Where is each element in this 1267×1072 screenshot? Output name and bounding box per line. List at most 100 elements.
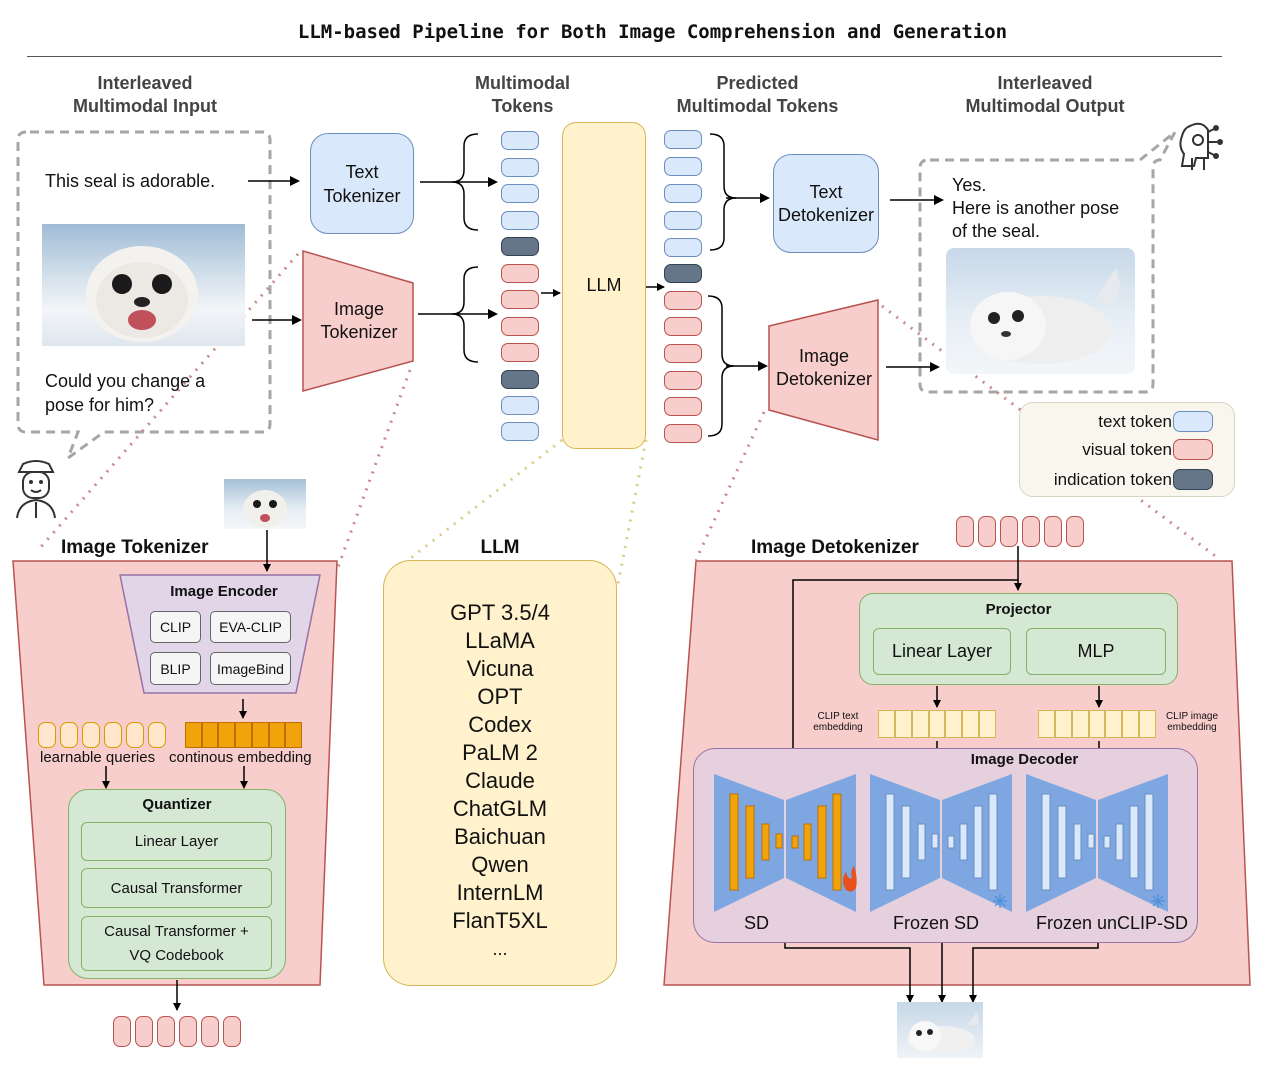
encoder-clip: CLIP <box>150 611 201 643</box>
projector-title: Projector <box>985 601 1052 618</box>
indication-token <box>501 370 539 389</box>
llm-model: Codex <box>468 712 532 737</box>
text-token <box>664 184 702 203</box>
visual-token <box>664 424 702 443</box>
visual-token <box>135 1016 153 1047</box>
clip-image-embedding-label: CLIP image embedding <box>1160 711 1224 733</box>
quantizer-title: Quantizer <box>142 796 212 813</box>
visual-token <box>501 343 539 362</box>
query-token <box>38 722 56 748</box>
header-tokens-line2: Tokens <box>491 96 554 116</box>
seal-photo <box>224 479 306 529</box>
visual-token <box>978 516 996 547</box>
image-encoder-title: Image Encoder <box>170 583 278 600</box>
header-predicted-line1: Predicted <box>716 73 799 93</box>
query-token <box>60 722 78 748</box>
visual-token <box>664 291 702 310</box>
text-token <box>501 396 539 415</box>
llm-label: LLM <box>586 275 622 295</box>
text-token <box>501 131 539 150</box>
continuous-embedding-label: continous embedding <box>169 749 312 766</box>
input-callout <box>16 130 272 463</box>
indication-token <box>664 264 702 283</box>
encoder-blip: BLIP <box>150 652 201 685</box>
learnable-queries-label: learnable queries <box>40 749 156 766</box>
llm-model: Baichuan <box>454 824 546 849</box>
output-line-2: Here is another pose <box>952 198 1120 218</box>
clip-image-embedding-bar <box>1038 710 1157 738</box>
query-token <box>104 722 122 748</box>
text-token <box>501 422 539 441</box>
fire-icon <box>843 866 857 892</box>
text-token <box>664 211 702 230</box>
llm-model: OPT <box>477 684 523 709</box>
query-token <box>82 722 100 748</box>
query-token <box>148 722 166 748</box>
quantizer-vq-line1: Causal Transformer + <box>104 922 249 940</box>
decoder-sd-label: SD <box>744 913 770 933</box>
visual-token <box>179 1016 197 1047</box>
llm-box: LLM <box>562 122 646 449</box>
clip-image-line2: embedding <box>1167 722 1217 733</box>
encoder-eva-clip: EVA-CLIP <box>210 611 291 643</box>
header-predicted-line2: Multimodal Tokens <box>676 96 839 116</box>
llm-model: GPT 3.5/4 <box>450 600 550 625</box>
output-text: Yes. Here is another pose of the seal. <box>952 174 1119 243</box>
text-token <box>664 238 702 257</box>
image-tokenizer-label: Image Tokenizer <box>320 299 398 342</box>
text-token <box>501 211 539 230</box>
header-predicted: Predicted Multimodal Tokens <box>655 72 860 118</box>
llm-model: FlanT5XL <box>452 908 548 933</box>
continuous-embedding-bar <box>185 722 303 748</box>
llm-model: Claude <box>465 768 535 793</box>
visual-token <box>664 317 702 336</box>
legend-indication-token-swatch <box>1173 469 1213 490</box>
text-token <box>664 157 702 176</box>
text-token <box>501 158 539 177</box>
input-text-2: Could you change a pose for him? <box>45 371 206 415</box>
quantizer-linear-layer: Linear Layer <box>81 822 272 861</box>
projector-mlp: MLP <box>1026 628 1166 675</box>
llm-model: PaLM 2 <box>462 740 538 765</box>
visual-token <box>223 1016 241 1047</box>
snowflake-icon <box>993 894 1007 908</box>
visual-token <box>956 516 974 547</box>
llm-model: LLaMA <box>465 628 535 653</box>
visual-token <box>664 344 702 363</box>
visual-token <box>113 1016 131 1047</box>
output-line-1: Yes. <box>952 175 987 195</box>
visual-token <box>501 317 539 336</box>
image-detokenizer-title: Image Detokenizer <box>751 537 919 558</box>
seal-photo <box>42 224 245 346</box>
snowflake-icon <box>1151 894 1165 908</box>
seal-photo <box>897 1002 983 1058</box>
decoder-frozen-sd-label: Frozen SD <box>893 913 980 933</box>
visual-token <box>1000 516 1018 547</box>
frozen-unclip-sd-unet <box>1026 774 1168 912</box>
encoder-imagebind: ImageBind <box>210 652 291 685</box>
llm-model: InternLM <box>456 880 544 905</box>
image-tokenizer-shape <box>302 250 414 392</box>
llm-model: Qwen <box>471 852 529 877</box>
llm-panel: GPT 3.5/4 LLaMA Vicuna OPT Codex PaLM 2 … <box>383 560 617 986</box>
visual-token <box>1022 516 1040 547</box>
legend-indication-token-label: indication token <box>1053 470 1172 489</box>
image-tokenizer-title: Image Tokenizer <box>61 537 209 558</box>
llm-model: ChatGLM <box>452 796 548 821</box>
quantizer-causal-transformer: Causal Transformer <box>81 868 272 908</box>
legend-text-token-label: text token <box>1098 412 1172 431</box>
clip-text-embedding-bar <box>878 710 997 738</box>
llm-model: Vicuna <box>466 656 534 681</box>
title-rule <box>27 56 1222 57</box>
header-output-line1: Interleaved <box>997 73 1093 93</box>
output-callout <box>918 130 1177 394</box>
quantizer-vq-line2: VQ Codebook <box>129 946 224 964</box>
indication-token <box>501 237 539 256</box>
header-input-line2: Multimodal Input <box>73 96 217 116</box>
frozen-sd-unet <box>870 774 1012 912</box>
header-output-line2: Multimodal Output <box>965 96 1125 116</box>
sd-unet <box>714 774 856 912</box>
legend-visual-token-label: visual token <box>1082 440 1172 459</box>
legend: text token visual token indication token <box>1019 402 1235 497</box>
header-input: Interleaved Multimodal Input <box>40 72 250 118</box>
